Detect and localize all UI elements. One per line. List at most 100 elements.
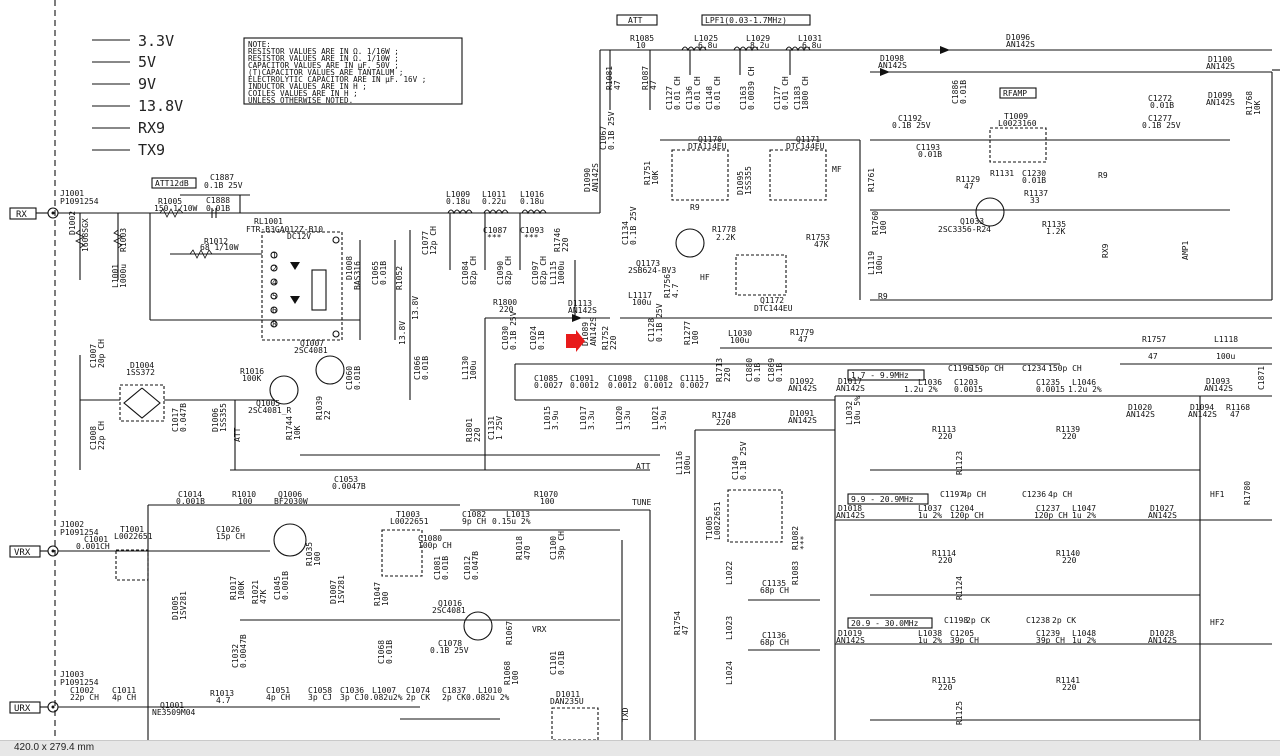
component-label: 1.2K	[1046, 227, 1065, 236]
component-label: L1021	[651, 406, 660, 430]
component-label: Q1016	[438, 599, 462, 608]
note-line: UNLESS OTHERWISE NOTED.	[248, 96, 353, 105]
component-label: 0.0039 CH	[747, 66, 756, 110]
component-label: 0.22u	[482, 197, 506, 206]
component-label: C1108	[644, 374, 668, 383]
component-label: Q1006	[278, 490, 302, 499]
component-label: L0022651	[713, 501, 722, 540]
component-label: 0.1B 25V	[1142, 121, 1181, 130]
component-label: 100	[879, 220, 888, 235]
component-label: R1125	[955, 701, 964, 725]
component-label: L1118	[1214, 335, 1238, 344]
component-label: 100	[313, 551, 322, 566]
component-label: 4.7	[216, 696, 231, 705]
component-label: 0.01B	[385, 640, 394, 664]
rx-connector[interactable]: RX J1001 P1091254	[9, 189, 99, 220]
component-label: 2p CK	[966, 616, 990, 625]
component-label: C1002	[70, 686, 94, 695]
component-label: 220	[1062, 556, 1077, 565]
component-label: 0.01B	[421, 356, 430, 380]
component-label: D1100	[1208, 55, 1232, 64]
component-label: 0.001B	[176, 497, 205, 506]
component-label: L1046	[1072, 378, 1096, 387]
component-label: 1u 2%	[1072, 636, 1096, 645]
component-label: 82p CH	[469, 256, 478, 285]
component-label: R1123	[955, 451, 964, 475]
transistor-q1170	[671, 149, 729, 201]
component-label: 100	[381, 591, 390, 606]
component-label: 1SS355	[219, 403, 228, 432]
component-label: AN142S	[1148, 511, 1177, 520]
component-label: 6.8u	[698, 41, 717, 50]
component-label: 0.01 CH	[781, 76, 790, 110]
component-label: 0.01 CH	[673, 76, 682, 110]
component-label: RL1001	[254, 217, 283, 226]
component-label: AN142S	[568, 306, 597, 315]
component-label: L1024	[725, 661, 734, 685]
component-label: 13.8V	[398, 321, 407, 345]
component-label: 100K	[242, 374, 261, 383]
component-label: 470	[523, 545, 532, 560]
component-label: AN142S	[836, 636, 865, 645]
component-label: 22	[323, 410, 332, 420]
page-dimensions: 420.0 x 279.4 mm	[14, 742, 95, 753]
component-label: 0.0027	[680, 381, 709, 390]
component-label: R1047	[373, 582, 382, 606]
component-label: T1001	[120, 525, 144, 534]
component-label: C1198	[944, 616, 968, 625]
component-label: 1u 2%	[918, 511, 942, 520]
component-label: Q1172	[760, 296, 784, 305]
transistor-q1007	[315, 355, 345, 385]
component-label: 0.1B 25V	[739, 441, 748, 480]
component-label: C1272	[1148, 94, 1172, 103]
lpf1-box: LPF1(0.03-1.7MHz)	[701, 14, 811, 26]
component-label: L1116	[675, 451, 684, 475]
component-label: ATT12dB	[155, 179, 189, 188]
schematic-viewer[interactable]: 3.3V 5V 9V 13.8V RX9 TX9 NOTE: RESISTOR …	[0, 0, 1280, 740]
component-label: C1205	[950, 629, 974, 638]
component-label: C1074	[406, 686, 430, 695]
component-label: C1101	[549, 651, 558, 675]
note-line: ELECTROLYTIC CAPACITOR ARE IN μF. 16V ;	[248, 75, 426, 84]
note-line: COILES VALUES ARE IN H ;	[248, 89, 358, 98]
component-label: C1066	[413, 356, 422, 380]
component-label: C1093	[520, 226, 544, 235]
component-label: 0.1B	[775, 363, 784, 382]
component-label: P1091254	[60, 197, 99, 206]
component-label: C1127	[665, 86, 674, 110]
component-label: C1128	[647, 318, 656, 342]
component-label: D1099	[1208, 91, 1232, 100]
component-label: 39p CH	[1036, 636, 1065, 645]
note-line: CAPACITOR VALUES ARE IN μF. 50V ;	[248, 61, 399, 70]
component-label: R1760	[871, 211, 880, 235]
component-label: C1135	[762, 579, 786, 588]
component-label: AMP1	[1181, 241, 1190, 260]
legend-5v: 5V	[138, 53, 156, 71]
component-label: 100u	[730, 336, 749, 345]
component-label: 0.0012	[570, 381, 599, 390]
component-label: 0.01B	[557, 651, 566, 675]
component-label: 3.3u	[587, 411, 596, 430]
component-label: C1235	[1036, 378, 1060, 387]
component-label: 2SB624-BV3	[628, 266, 676, 275]
component-label: 82p CH	[539, 256, 548, 285]
component-label: R1761	[867, 168, 876, 192]
vrx-connector[interactable]: VRX J1002 P1091254	[9, 520, 99, 558]
component-label: D1004	[130, 361, 154, 370]
component-label: 100u	[683, 456, 692, 475]
component-label: 68 1/10W	[200, 243, 239, 252]
component-label: C1148	[705, 86, 714, 110]
component-label: C1230	[1022, 169, 1046, 178]
component-label: 1.2u 2%	[904, 385, 938, 394]
component-label: C1008	[89, 426, 98, 450]
component-label: C1134	[621, 221, 630, 245]
location-marker[interactable]	[566, 330, 585, 352]
component-label: C1053	[334, 475, 358, 484]
component-label: L1115	[549, 261, 558, 285]
rx-path	[58, 194, 600, 321]
component-label: R1752	[601, 326, 610, 350]
component-label: 47	[1148, 352, 1158, 361]
transistor-q1171	[769, 149, 827, 201]
component-label: C1080	[418, 534, 442, 543]
component-label: D1006	[211, 408, 220, 432]
